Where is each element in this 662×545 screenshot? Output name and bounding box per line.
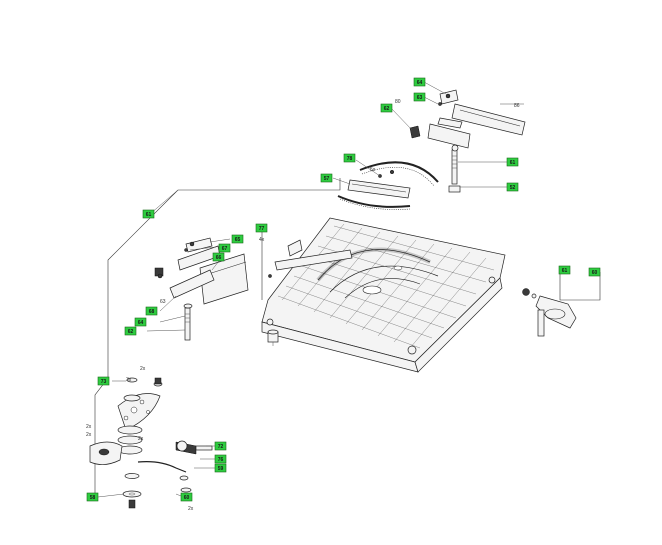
callout-number: 76 bbox=[218, 457, 224, 463]
callout-number: 78 bbox=[347, 156, 353, 162]
part-label-p80: 80 bbox=[395, 99, 401, 105]
callout-tag-c67: 67 bbox=[218, 243, 231, 253]
protractor-assembly bbox=[337, 161, 439, 210]
callout-number: 52 bbox=[510, 185, 516, 191]
clamp-assembly bbox=[522, 288, 577, 337]
callout-number: 57 bbox=[324, 176, 330, 182]
callout-number: 65 bbox=[235, 237, 241, 243]
callout-tag-c64a: 64 bbox=[413, 77, 426, 87]
callout-box bbox=[145, 306, 158, 316]
callout-box bbox=[214, 454, 227, 464]
part-label-p2x_d: 2x bbox=[188, 506, 194, 512]
callout-number: 63 bbox=[417, 95, 423, 101]
callout-number: 61 bbox=[562, 268, 568, 274]
callout-tag-c62b: 62 bbox=[124, 326, 137, 336]
callout-box bbox=[255, 223, 268, 233]
callout-box bbox=[231, 234, 244, 244]
callout-tag-c63a: 63 bbox=[413, 92, 426, 102]
part-label-p2x_a: 2x bbox=[140, 366, 146, 372]
callout-box bbox=[413, 77, 426, 87]
callout-number: 68 bbox=[149, 309, 155, 315]
callout-tag-c72: 72 bbox=[214, 441, 227, 451]
callout-tag-c58: 58 bbox=[86, 492, 99, 502]
callout-tag-c60: 60 bbox=[588, 267, 601, 277]
callout-number: 73 bbox=[101, 379, 107, 385]
callout-box bbox=[86, 492, 99, 502]
callout-tag-c77: 77 bbox=[255, 223, 268, 233]
callout-box bbox=[380, 103, 393, 113]
part-label-p63b: 63 bbox=[160, 299, 166, 305]
callout-box bbox=[97, 376, 110, 386]
callout-box bbox=[558, 265, 571, 275]
callout-tag-c73: 73 bbox=[97, 376, 110, 386]
callout-box bbox=[588, 267, 601, 277]
callout-box bbox=[180, 492, 193, 502]
callout-tag-c57: 57 bbox=[320, 173, 333, 183]
callout-tag-c68: 68 bbox=[145, 306, 158, 316]
callout-box bbox=[134, 317, 147, 327]
callout-number: 58 bbox=[90, 495, 96, 501]
callout-number: 61 bbox=[146, 212, 152, 218]
base-pivot-assembly bbox=[89, 377, 213, 509]
callout-box bbox=[124, 326, 137, 336]
callout-number: 64 bbox=[417, 80, 423, 86]
fence-rail-assembly bbox=[409, 89, 526, 193]
callout-tag-c64b: 64 bbox=[134, 317, 147, 327]
callout-box bbox=[320, 173, 333, 183]
callout-box bbox=[218, 243, 231, 253]
callout-number: 61 bbox=[510, 160, 516, 166]
callout-number: 62 bbox=[384, 106, 390, 112]
callout-tag-c60b: 60 bbox=[180, 492, 193, 502]
part-label-p86: 86 bbox=[514, 103, 520, 109]
callout-tag-c52: 52 bbox=[506, 182, 519, 192]
callout-number: 62 bbox=[128, 329, 134, 335]
callout-box bbox=[214, 441, 227, 451]
callout-number: 59 bbox=[218, 466, 224, 472]
callout-box bbox=[214, 463, 227, 473]
callout-box bbox=[506, 157, 519, 167]
callout-number: 67 bbox=[222, 246, 228, 252]
callout-box bbox=[506, 182, 519, 192]
plain-labels: 86 80 63 4x 2x 2x 2x 2x 2x 3x 5x bbox=[86, 99, 520, 512]
callout-number: 77 bbox=[259, 226, 265, 232]
callout-box bbox=[212, 252, 225, 262]
callout-number: 72 bbox=[218, 444, 224, 450]
part-label-p5x: 5x bbox=[370, 167, 376, 173]
part-label-p4x: 4x bbox=[259, 237, 265, 243]
callout-tag-c61c: 61 bbox=[506, 157, 519, 167]
callout-box bbox=[343, 153, 356, 163]
left-fence-assembly bbox=[154, 237, 249, 341]
table-top-assembly bbox=[261, 217, 506, 373]
callout-leaders bbox=[97, 81, 524, 499]
callout-number: 60 bbox=[592, 270, 598, 276]
callout-tag-c61b: 61 bbox=[558, 265, 571, 275]
callout-tag-c66: 66 bbox=[212, 252, 225, 262]
callout-tag-c65: 65 bbox=[231, 234, 244, 244]
callout-tag-c62a: 62 bbox=[380, 103, 393, 113]
callout-number: 60 bbox=[184, 495, 190, 501]
part-label-p2x_c: 2x bbox=[86, 432, 92, 438]
part-label-p2x_b: 2x bbox=[86, 424, 92, 430]
callout-tag-c78: 78 bbox=[343, 153, 356, 163]
callout-number: 64 bbox=[138, 320, 144, 326]
callout-tag-c76: 76 bbox=[214, 454, 227, 464]
callout-box bbox=[142, 209, 155, 219]
part-label-p2x_e: 2x bbox=[138, 436, 144, 442]
callout-tag-c59: 59 bbox=[214, 463, 227, 473]
callout-number: 66 bbox=[216, 255, 222, 261]
callout-tag-c61a: 61 bbox=[142, 209, 155, 219]
part-label-p3x: 3x bbox=[126, 377, 132, 383]
callout-box bbox=[413, 92, 426, 102]
